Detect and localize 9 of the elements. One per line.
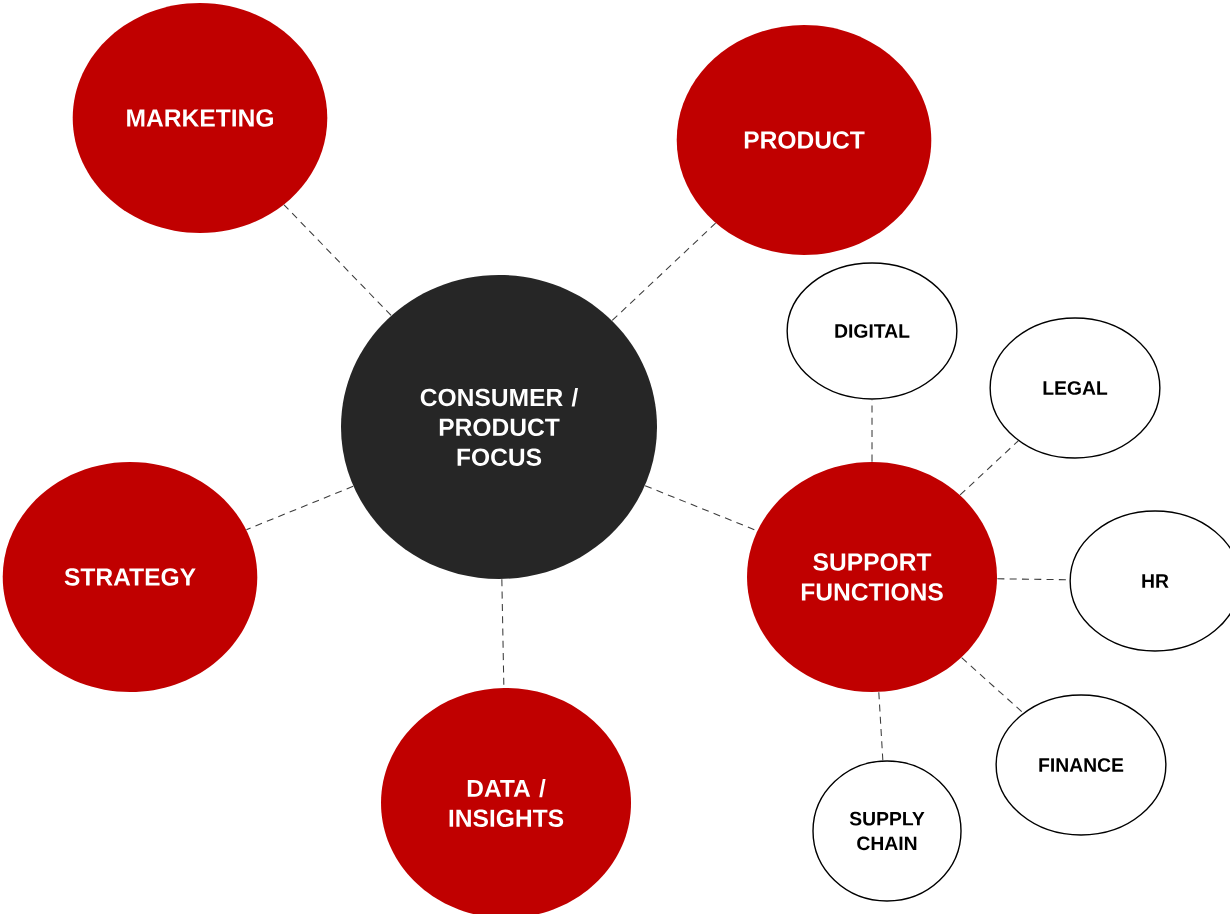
connector-line — [611, 222, 717, 321]
connector-line — [245, 485, 354, 531]
connector-line — [961, 657, 1024, 714]
connector-line — [871, 399, 873, 463]
connector-line — [996, 578, 1070, 581]
connector-line — [644, 485, 758, 532]
connector-line — [283, 204, 392, 316]
connector-line — [959, 440, 1019, 496]
connector-line — [878, 691, 884, 761]
